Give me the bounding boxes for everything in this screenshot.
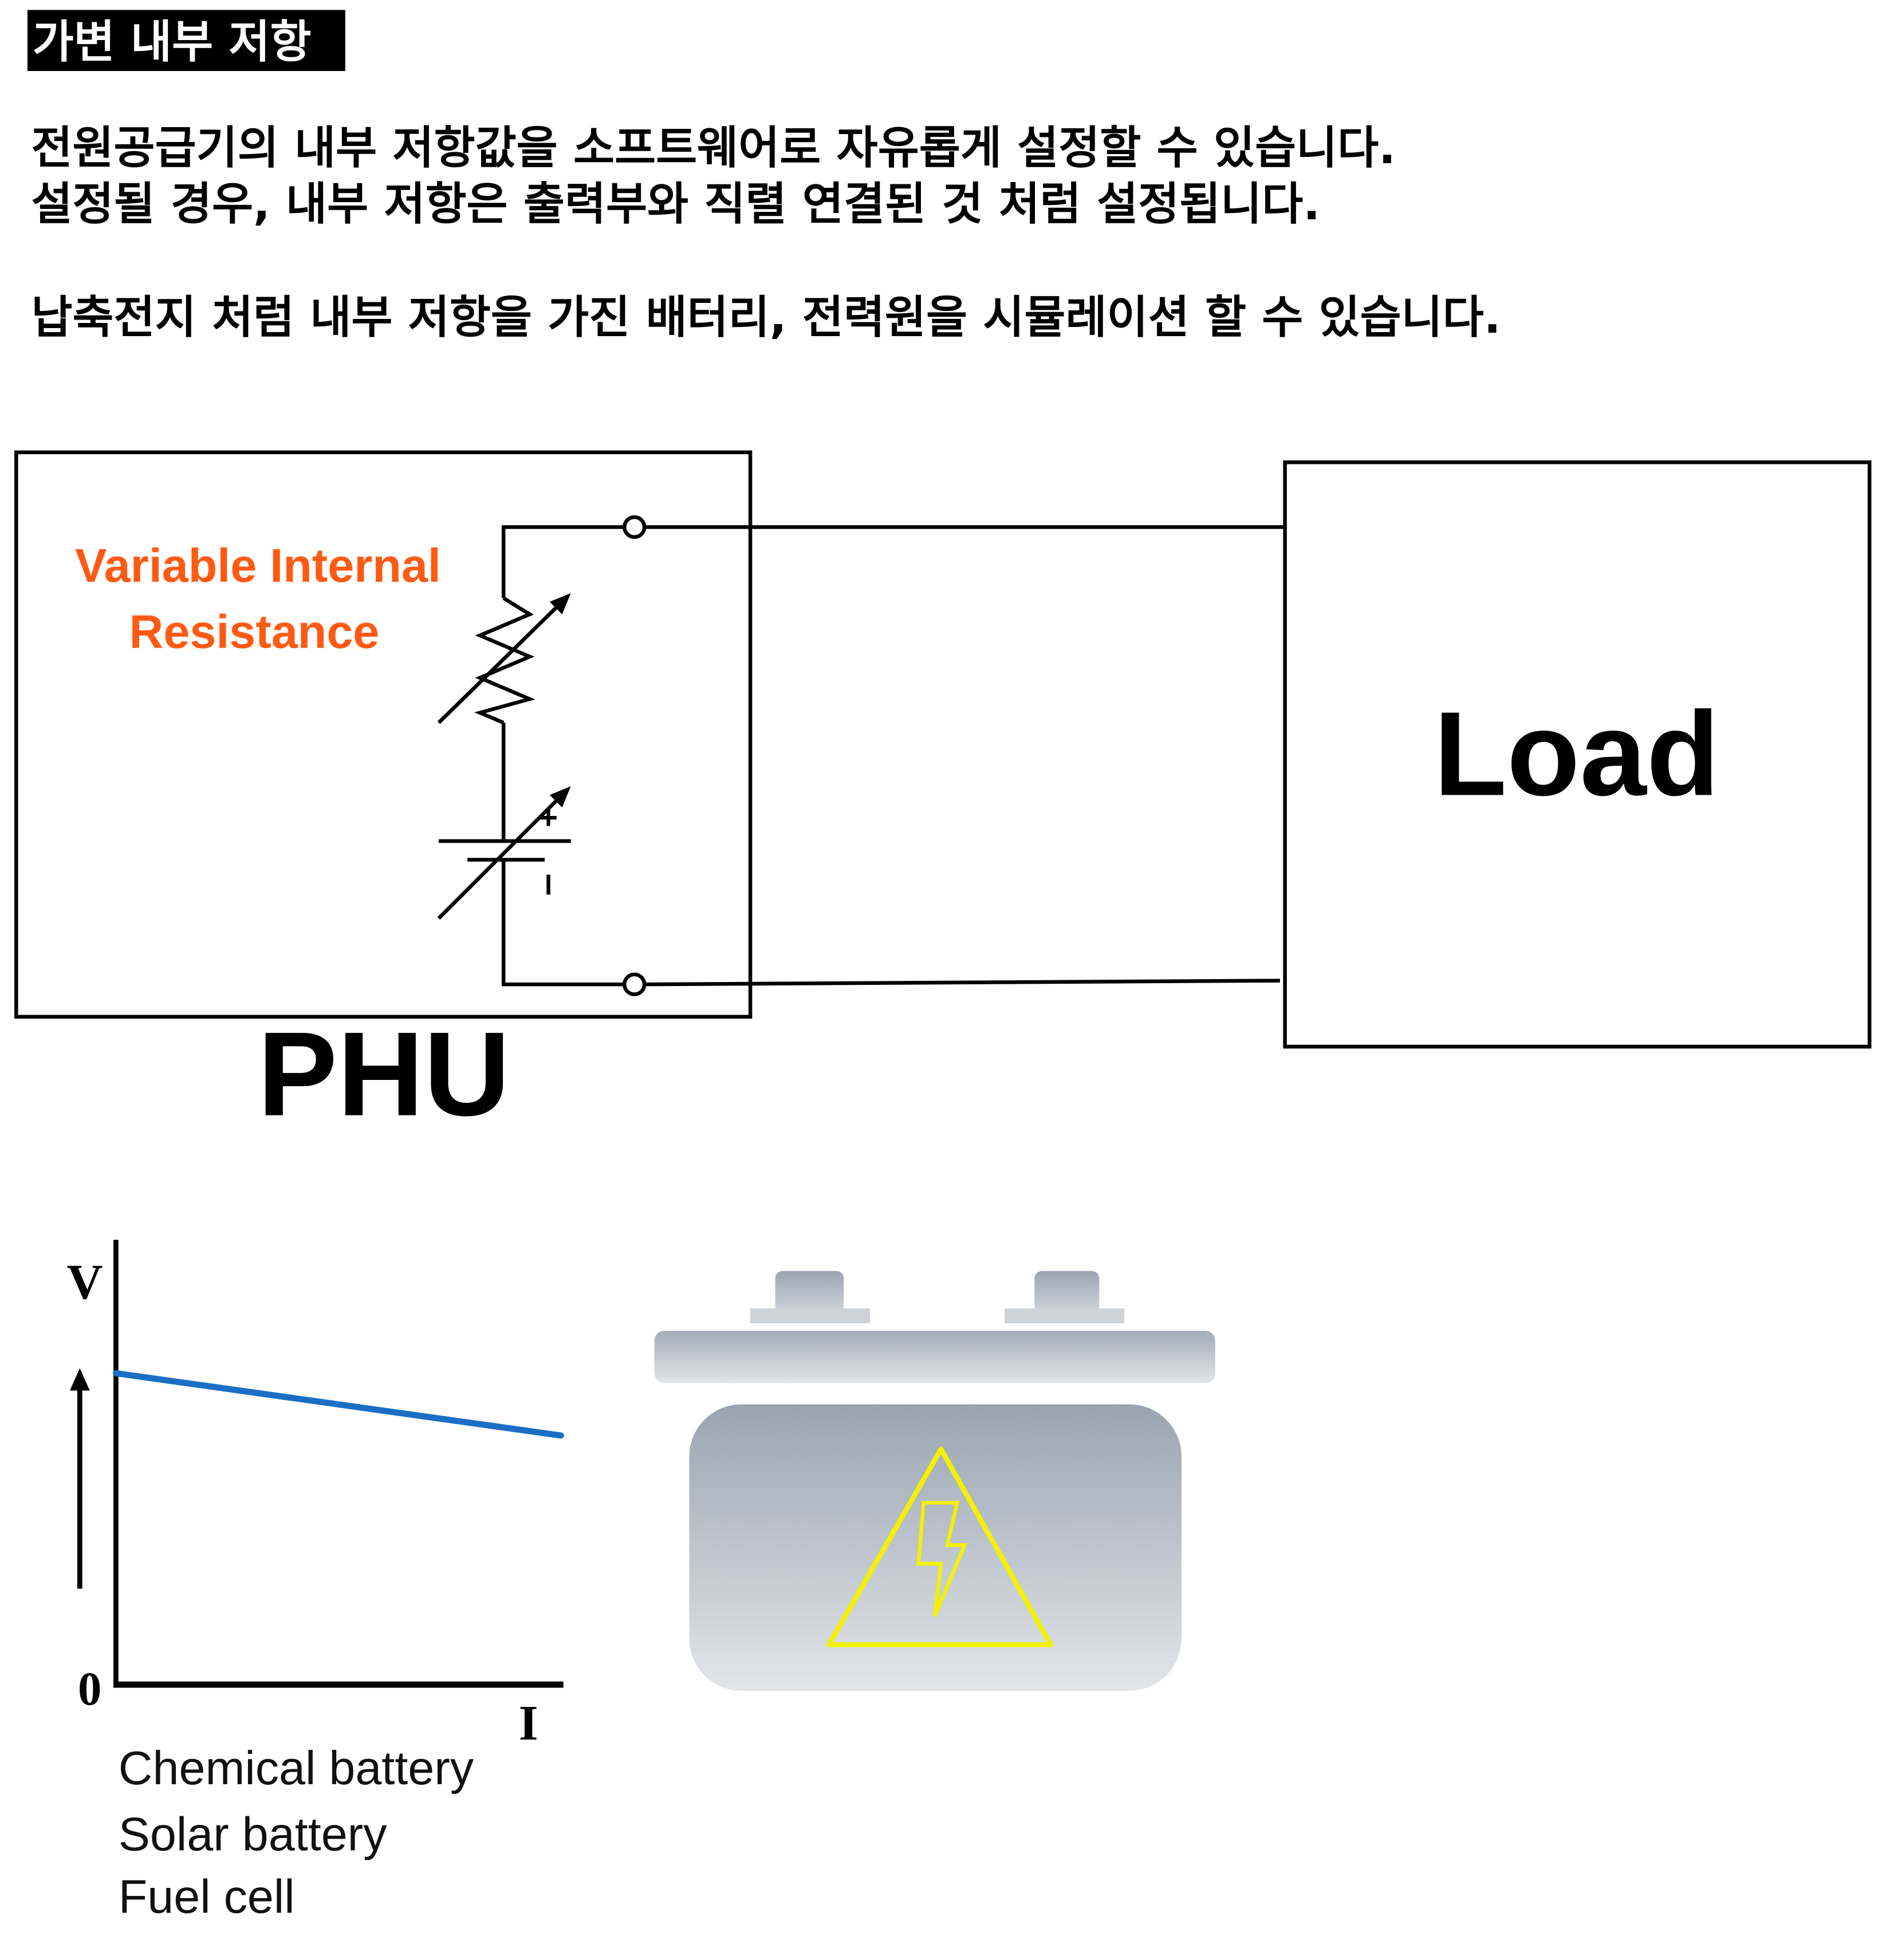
source-chemical-battery: Chemical battery — [119, 1741, 474, 1795]
arrowhead-icon — [549, 593, 571, 614]
load-box — [1283, 460, 1872, 1049]
warning-triangle-icon — [826, 1446, 1053, 1647]
variable-arrow-resistor — [437, 599, 565, 724]
variable-arrow-battery — [437, 792, 565, 920]
origin-label: 0 — [78, 1662, 101, 1715]
arrowhead-icon — [549, 786, 571, 808]
arrowhead-icon — [69, 1368, 90, 1391]
title-background — [27, 10, 345, 72]
lightning-bolt-icon — [916, 1501, 968, 1617]
terminal-negative — [623, 972, 647, 996]
load-label: Load — [1434, 687, 1719, 821]
phu-label: PHU — [258, 1008, 510, 1141]
plus-sign: + — [539, 799, 558, 835]
circuit-wires — [437, 525, 1284, 987]
battery-warning-icon — [654, 1271, 1215, 1691]
variable-resistance-label-1: Variable Internal — [75, 539, 441, 592]
source-fuel-cell: Fuel cell — [119, 1870, 295, 1923]
x-axis-label: I — [519, 1695, 538, 1750]
description-line-3: 납축전지 처럼 내부 저항을 가진 배터리, 전력원을 시뮬레이션 할 수 있습… — [31, 291, 1501, 344]
source-solar-battery: Solar battery — [119, 1808, 387, 1861]
description-line-2: 설정될 경우, 내부 저항은 출력부와 직렬 연결된 것 처럼 설정됩니다. — [31, 178, 1320, 230]
phu-box — [14, 450, 753, 1019]
page-title: 가변 내부 저항 — [33, 16, 312, 68]
terminal-positive — [623, 515, 647, 539]
variable-resistance-label-2: Resistance — [129, 605, 380, 658]
vi-chart: V 0 I — [67, 1240, 564, 1750]
description-line-1: 전원공급기의 내부 저항값을 소프트웨어로 자유롭게 설정할 수 있습니다. — [31, 122, 1395, 174]
series-line-vi — [112, 1370, 564, 1439]
resistor-zigzag — [474, 596, 536, 725]
y-axis-label: V — [67, 1253, 103, 1309]
